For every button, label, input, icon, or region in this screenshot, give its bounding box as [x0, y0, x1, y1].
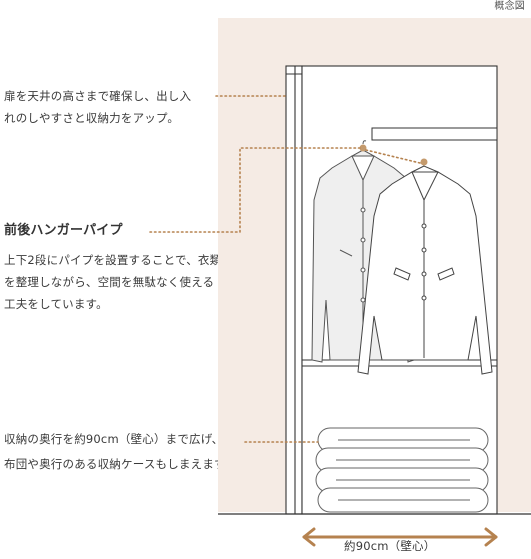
room-wall — [218, 18, 531, 512]
hanger-pipe-text-line2: を整理しながら、空間を無駄なく使える — [4, 275, 215, 289]
hanger-pipe-heading: 前後ハンガーパイプ — [4, 223, 123, 238]
depth-text-line1: 収納の奥行を約90cm（壁心）まで広げ、 — [4, 432, 224, 446]
pipe-front — [420, 158, 428, 166]
coat-front — [357, 165, 493, 375]
upper-shelf — [371, 127, 498, 141]
futon-stack — [315, 427, 489, 513]
diagram-title: 概念図 — [494, 1, 525, 12]
hanger-pipe-text-line1: 上下2段にパイプを設置することで、衣類 — [4, 253, 222, 267]
ceiling-door-text-line2: れのしやすさと収納力をアップ。 — [4, 111, 180, 125]
ceiling-door-text-line1: 扉を天井の高さまで確保し、出し入 — [4, 89, 192, 103]
hanger-pipe-text-line3: 工夫をしています。 — [4, 297, 108, 311]
hanger-hook-back — [362, 140, 367, 145]
dimension-arrow — [302, 527, 498, 547]
depth-text-line2: 布団や奥行のある収納ケースもしまえます。 — [4, 457, 237, 471]
pipe-back — [359, 144, 367, 152]
dimension-label: 約90cm（壁心） — [344, 539, 436, 553]
leader-lines — [149, 95, 421, 443]
